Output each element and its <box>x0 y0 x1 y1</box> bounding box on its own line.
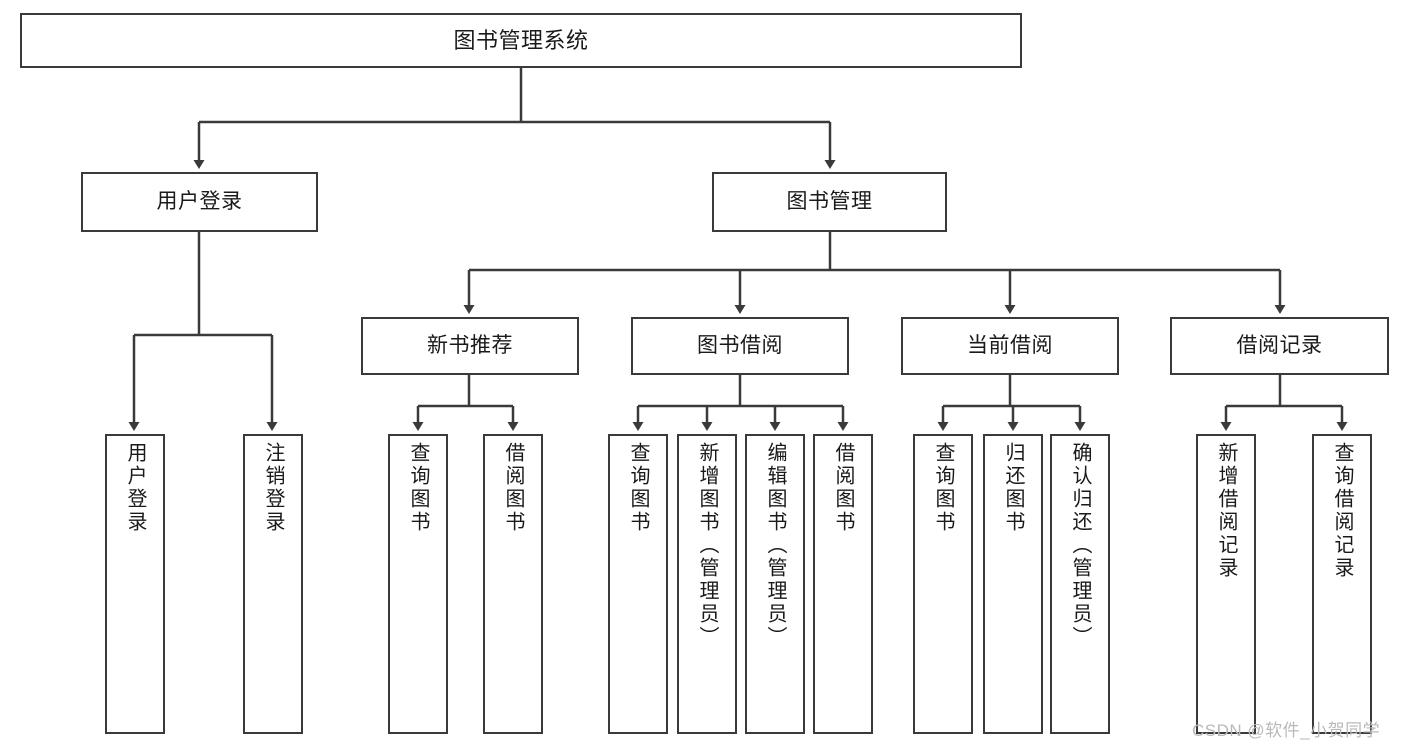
node-current-borrow[interactable]: 当前借阅 <box>901 317 1119 375</box>
node-leaf-newbook-query-book-label: 查询图书 <box>407 442 429 534</box>
edge-group-newbook <box>412 375 519 431</box>
node-leaf-logout-label: 注销登录 <box>262 442 284 534</box>
node-leaf-current-return-book[interactable]: 归还图书 <box>983 434 1043 734</box>
edge-group-records <box>1220 375 1348 431</box>
node-borrow-records-label: 借阅记录 <box>1236 333 1323 357</box>
node-leaf-logout[interactable]: 注销登录 <box>243 434 303 734</box>
edge-group-bookmgmt <box>463 232 1286 314</box>
edge-group-login <box>128 232 278 431</box>
node-user-login-label: 用户登录 <box>156 189 243 213</box>
node-leaf-newbook-query-book[interactable]: 查询图书 <box>388 434 448 734</box>
node-leaf-user-login[interactable]: 用户登录 <box>105 434 165 734</box>
node-leaf-borrow-lend-book[interactable]: 借阅图书 <box>813 434 873 734</box>
node-leaf-borrow-query-book-label: 查询图书 <box>627 442 649 534</box>
node-user-login[interactable]: 用户登录 <box>81 172 318 232</box>
node-leaf-newbook-borrow-book-label: 借阅图书 <box>502 442 524 534</box>
node-book-borrow-label: 图书借阅 <box>697 333 783 357</box>
node-leaf-borrow-add-book-label: 新增图书（管理员） <box>696 442 718 649</box>
node-leaf-current-query-book-label: 查询图书 <box>932 442 954 534</box>
edge-group-root <box>193 68 836 169</box>
node-leaf-current-confirm-return-label: 确认归还（管理员） <box>1069 442 1091 649</box>
node-leaf-borrow-query-book[interactable]: 查询图书 <box>608 434 668 734</box>
node-leaf-borrow-edit-book[interactable]: 编辑图书（管理员） <box>745 434 805 734</box>
node-book-borrow[interactable]: 图书借阅 <box>631 317 849 375</box>
node-leaf-records-add-label: 新增借阅记录 <box>1215 442 1237 580</box>
node-leaf-current-confirm-return[interactable]: 确认归还（管理员） <box>1050 434 1110 734</box>
node-new-book-recommend-label: 新书推荐 <box>427 333 513 357</box>
node-current-borrow-label: 当前借阅 <box>967 333 1053 357</box>
node-leaf-current-query-book[interactable]: 查询图书 <box>913 434 973 734</box>
node-leaf-borrow-lend-book-label: 借阅图书 <box>832 442 854 534</box>
node-root[interactable]: 图书管理系统 <box>20 13 1022 68</box>
node-leaf-user-login-label: 用户登录 <box>124 442 146 534</box>
node-leaf-newbook-borrow-book[interactable]: 借阅图书 <box>483 434 543 734</box>
node-leaf-records-add[interactable]: 新增借阅记录 <box>1196 434 1256 734</box>
csdn-watermark: CSDN @软件_小贺同学 <box>1192 721 1381 740</box>
node-leaf-borrow-add-book[interactable]: 新增图书（管理员） <box>677 434 737 734</box>
node-leaf-borrow-edit-book-label: 编辑图书（管理员） <box>764 442 786 649</box>
node-book-management-label: 图书管理 <box>786 189 873 213</box>
node-borrow-records[interactable]: 借阅记录 <box>1170 317 1389 375</box>
edge-group-current <box>937 375 1086 431</box>
node-book-management[interactable]: 图书管理 <box>712 172 947 232</box>
node-leaf-records-query-label: 查询借阅记录 <box>1331 442 1353 580</box>
node-new-book-recommend[interactable]: 新书推荐 <box>361 317 579 375</box>
edge-group-borrow <box>632 375 849 431</box>
node-leaf-records-query[interactable]: 查询借阅记录 <box>1312 434 1372 734</box>
node-root-label: 图书管理系统 <box>453 27 589 53</box>
node-leaf-current-return-book-label: 归还图书 <box>1002 442 1024 534</box>
